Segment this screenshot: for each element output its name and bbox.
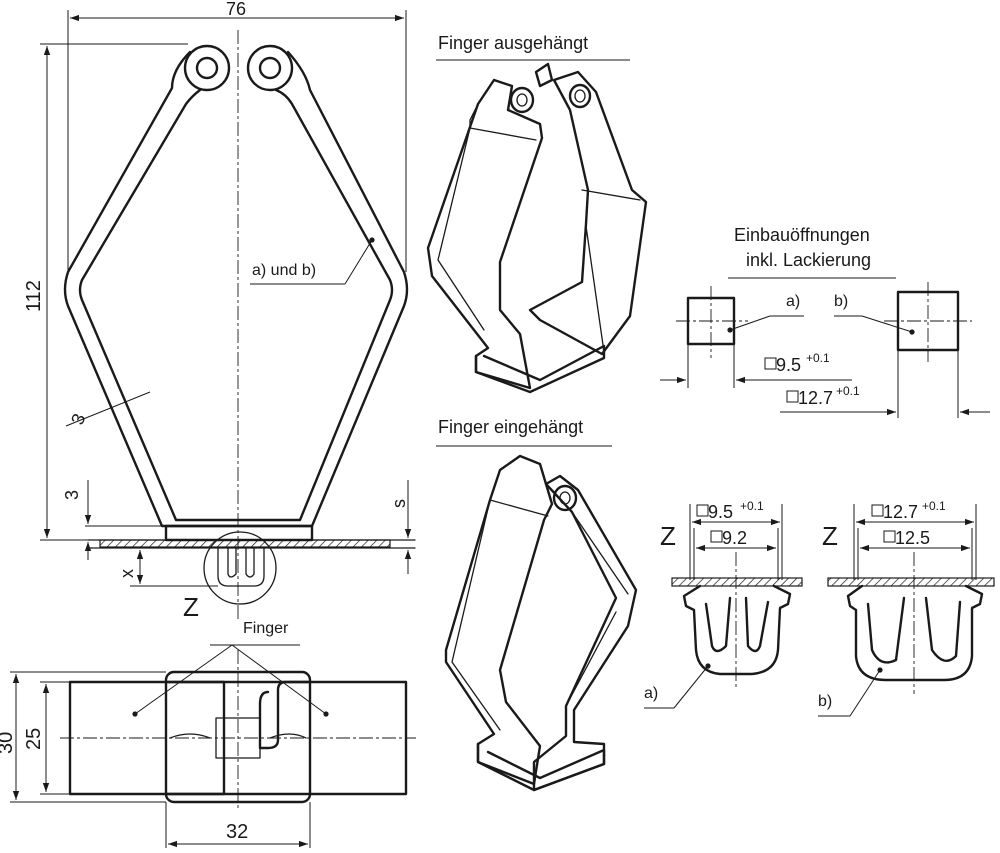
dim-z-b-open: 12.7 (883, 502, 918, 522)
label-z-a: a) (644, 685, 658, 702)
label-a-und-b: a) und b) (252, 262, 316, 279)
left-eye-outer (183, 44, 231, 92)
label-opening-a: a) (786, 293, 800, 310)
dim-height-112: 112 (23, 280, 45, 312)
bottom-view: Finger 30 25 32 (0, 620, 416, 848)
iso-finger-in: Finger eingehängt (436, 417, 638, 792)
right-eye-inner (258, 56, 282, 80)
openings-title-2: inkl. Lackierung (746, 250, 871, 270)
clip-outline-inner (78, 88, 394, 522)
dim-z-b-inner: 12.5 (895, 528, 930, 548)
clip-outline-outer (63, 50, 409, 528)
front-view: Z 76 112 3 3 x s a) und b) (23, 0, 416, 622)
label-z-b: b) (818, 693, 832, 710)
detail-z-label: Z (183, 592, 199, 622)
dim-x: x (117, 569, 137, 578)
dim-open-a-tol: +0.1 (806, 351, 830, 365)
dim-s: s (389, 499, 409, 508)
label-opening-b: b) (834, 293, 848, 310)
dim-base-3: 3 (62, 490, 82, 500)
finger-profile-a (682, 584, 792, 676)
detail-z-b: Z 12.7 +0.1 12.5 b) (818, 499, 995, 717)
dim-25: 25 (23, 728, 45, 750)
base-plate (164, 524, 314, 542)
label-finger: Finger (243, 620, 289, 637)
iso-finger-out: Finger ausgehängt (426, 33, 648, 394)
dim-32: 32 (226, 821, 248, 843)
right-eye-outer (246, 44, 294, 92)
title-finger-out: Finger ausgehängt (438, 33, 588, 53)
dim-z-a-open: 9.5 (708, 502, 733, 522)
openings-title-1: Einbauöffnungen (734, 225, 870, 245)
bottom-right-finger (258, 680, 312, 750)
dim-30: 30 (0, 732, 17, 754)
detail-circle-z (203, 531, 277, 605)
dim-width-76: 76 (226, 0, 246, 19)
left-eye-inner (195, 56, 219, 80)
dim-z-a-open-tol: +0.1 (740, 499, 764, 513)
dim-open-b: 12.7 (798, 388, 833, 408)
dim-z-b-open-tol: +0.1 (922, 499, 946, 513)
dim-z-a-inner: 9.2 (722, 528, 747, 548)
detail-z-b-label: Z (822, 521, 838, 551)
panel-section (99, 539, 391, 548)
dim-open-b-tol: +0.1 (836, 384, 860, 398)
finger-profile-b (846, 584, 984, 682)
dim-open-a: 9.5 (776, 355, 801, 375)
openings-section: Einbauöffnungen inkl. Lackierung a) b) 9… (660, 225, 990, 418)
dim-wall-3: 3 (67, 411, 89, 428)
title-finger-in: Finger eingehängt (438, 417, 583, 437)
finger-detail (217, 547, 265, 587)
detail-z-a-label: Z (660, 521, 676, 551)
detail-z-a: Z 9.5 +0.1 9.2 a) (644, 499, 803, 709)
